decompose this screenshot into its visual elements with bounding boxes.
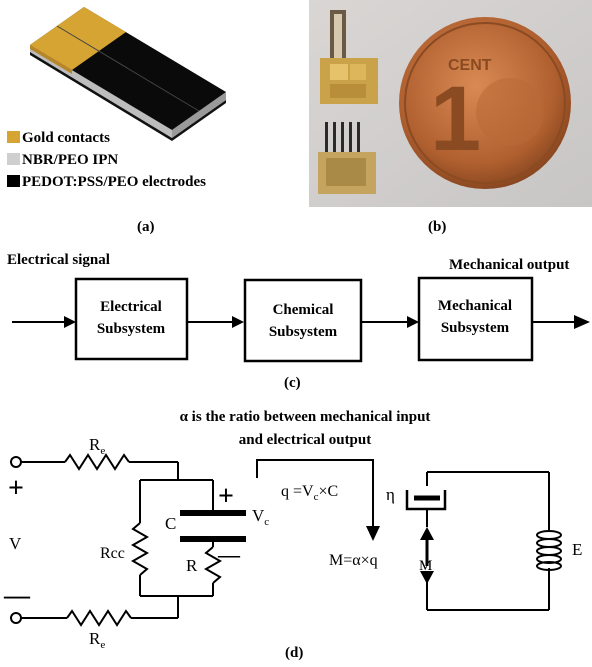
voltage-label: V: [9, 534, 22, 553]
block-chemical: [243, 278, 363, 363]
block-mechanical-line2: Subsystem: [441, 320, 510, 336]
caption-b: (b): [428, 219, 446, 235]
pin-4: [349, 122, 352, 154]
pad-top-3: [330, 84, 366, 98]
one-cent-coin: 1 CENT: [399, 17, 571, 189]
block-chemical-line1: Chemical: [273, 302, 334, 318]
block-chemical-line2: Subsystem: [269, 324, 338, 340]
block-electrical-line1: Electrical: [100, 299, 162, 315]
spring-coil-1: [536, 530, 562, 540]
moment-equation: M=α×q: [329, 552, 378, 569]
pad-top-2: [350, 64, 366, 80]
actuator-strip-inner: [334, 14, 342, 62]
q-eq-sub: c: [314, 491, 319, 503]
input-plus-sign: +: [8, 473, 24, 504]
input-minus-sign: —: [3, 581, 31, 610]
pin-2: [333, 122, 336, 154]
coin-text: CENT: [448, 57, 492, 74]
spring-coil-3: [536, 546, 562, 556]
transfer-arrow-line: [256, 459, 374, 530]
transfer-arrow-head: [366, 526, 380, 541]
caption-c: (c): [284, 375, 301, 391]
panel-c-block-diagram: Electrical signal Mechanical output Elec…: [7, 252, 590, 363]
vc-label: Vc: [252, 506, 269, 528]
pad-bottom: [326, 158, 366, 186]
panel-b-photo: 1 CENT: [309, 0, 592, 207]
moment-label: M: [419, 558, 432, 574]
block-mechanical: [417, 276, 534, 362]
electrical-circuit: [10, 453, 223, 627]
coin-globe: [476, 78, 544, 146]
vc-sub: c: [264, 516, 269, 528]
damping-label: η: [386, 485, 395, 504]
arrow-e-to-c-head: [232, 316, 244, 328]
capacitance-label: C: [165, 514, 176, 533]
coin-rim: [404, 22, 566, 184]
device-bottom-electrode: [30, 52, 172, 141]
device-side-face: [172, 92, 226, 138]
input-signal-label: Electrical signal: [7, 252, 110, 268]
re-bottom-label: Re: [89, 629, 105, 651]
resistor-r: [203, 546, 223, 584]
block-electrical-line2: Subsystem: [97, 321, 166, 337]
stiffness-label: E: [572, 540, 582, 559]
m-arrow-head-up: [420, 527, 434, 540]
charge-equation: q =Vc×C: [281, 483, 338, 503]
arrow-output-head: [574, 315, 590, 329]
legend-label-gold: Gold contacts: [22, 130, 110, 146]
resistor-re-bottom: [66, 609, 132, 627]
alpha-title-line1: α is the ratio between mechanical input: [180, 409, 431, 425]
resistor-re-top: [64, 453, 130, 471]
legend-label-nbr: NBR/PEO IPN: [22, 152, 118, 168]
vc-main: V: [252, 506, 265, 525]
panel-a-device-illustration: [30, 7, 226, 141]
q-eq-post: ×C: [318, 483, 338, 500]
alpha-title-line2: and electrical output: [239, 432, 372, 448]
legend-swatch-nbr: [7, 153, 20, 165]
legend-swatch-pedot: [7, 175, 20, 187]
rcc-label: Rcc: [100, 545, 125, 562]
actuator-sample-top: [320, 10, 378, 104]
terminal-top: [10, 456, 22, 468]
re-top-sub: e: [100, 445, 105, 457]
pin-5: [357, 122, 360, 154]
resistor-rcc: [130, 522, 150, 576]
legend-label-pedot: PEDOT:PSS/PEO electrodes: [22, 174, 206, 190]
re-top-main: R: [89, 435, 101, 454]
legend-swatch-gold: [7, 131, 20, 143]
gold-contact-edge: [30, 45, 72, 74]
arrow-c-to-m-head: [407, 316, 419, 328]
pad-top-1: [330, 64, 348, 80]
device-bottom-electrode-side: [172, 100, 226, 141]
m-arrow-head-down: [420, 571, 434, 584]
pin-3: [341, 122, 344, 154]
cap-plus-sign: +: [218, 481, 234, 512]
q-eq-pre: q =V: [281, 483, 314, 500]
re-bottom-sub: e: [100, 639, 105, 651]
re-top-label: Re: [89, 435, 105, 457]
spring-coil-2: [536, 538, 562, 548]
mechanical-circuit: [405, 471, 562, 611]
capacitor-plate-bottom: [180, 536, 246, 542]
r-label: R: [186, 556, 198, 575]
coin-digit: 1: [430, 68, 481, 170]
actuator-sample-bottom: [318, 122, 376, 194]
terminal-bottom: [10, 612, 22, 624]
caption-d: (d): [285, 645, 303, 661]
capacitor-plate-top: [180, 510, 246, 516]
cap-minus-sign: —: [217, 542, 241, 567]
spring-coil-5: [536, 561, 562, 571]
transfer-arrow: [256, 459, 380, 541]
caption-a: (a): [137, 219, 155, 235]
panel-a-legend: Gold contacts NBR/PEO IPN PEDOT:PSS/PEO …: [7, 130, 206, 190]
pin-1: [325, 122, 328, 154]
electrode-gap-line: [56, 25, 200, 112]
re-bottom-main: R: [89, 629, 101, 648]
block-mechanical-line1: Mechanical: [438, 298, 512, 314]
output-label: Mechanical output: [449, 257, 569, 273]
arrow-input-head: [64, 316, 76, 328]
block-electrical: [74, 277, 189, 361]
